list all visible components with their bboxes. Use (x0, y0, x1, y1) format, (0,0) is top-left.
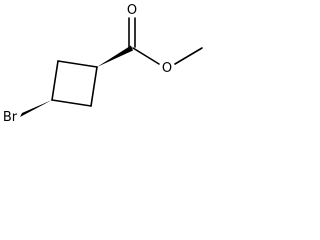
ester-single-bond (132, 47, 160, 65)
ring-bond-top (57, 60, 98, 68)
ring-bond-right (90, 66, 98, 107)
ring-bond-bottom (51, 99, 92, 107)
wedge-bond-to-carboxyl (97, 45, 133, 67)
ring-bond-left (51, 60, 59, 101)
chemical-structure-diagram: O O Br (3, 3, 203, 125)
carbonyl-oxygen-label: O (127, 3, 137, 18)
bromine-label: Br (3, 110, 18, 125)
wedge-bond-to-bromine (20, 100, 52, 117)
ester-oxygen-label: O (162, 61, 172, 76)
methyl-bond (174, 47, 203, 65)
